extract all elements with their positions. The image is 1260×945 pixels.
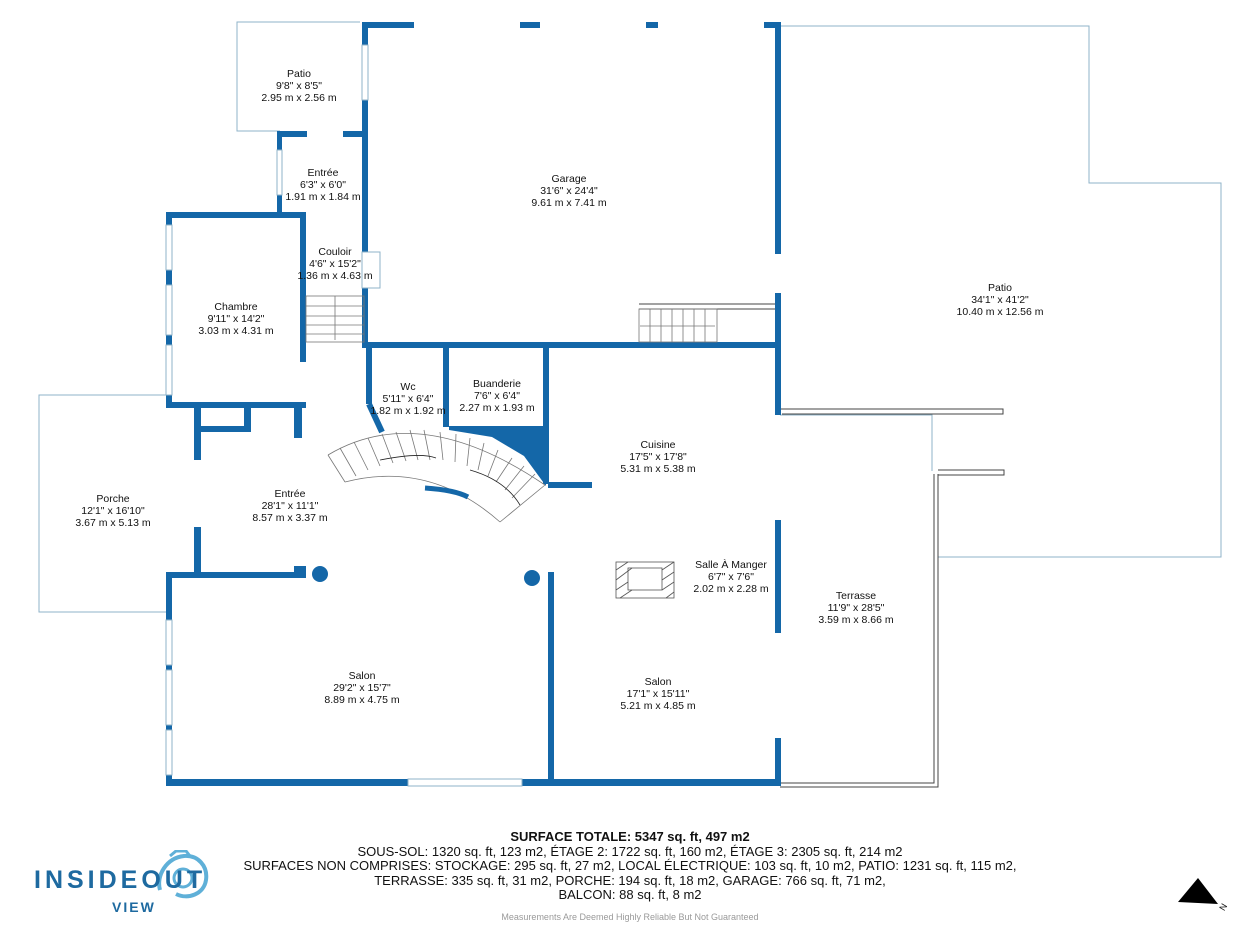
room-name: Couloir — [318, 246, 352, 258]
logo-word-view: VIEW — [112, 899, 156, 915]
room-name: Garage — [551, 173, 587, 185]
room-label-couloir: Couloir 4'6" x 15'2" 1.36 m x 4.63 m — [297, 246, 372, 282]
room-label-entree-small: Entrée 6'3" x 6'0" 1.91 m x 1.84 m — [285, 167, 360, 203]
room-dim-imperial: 5'11" x 6'4" — [382, 393, 434, 405]
room-name: Salon — [644, 676, 672, 688]
room-dim-imperial: 7'6" x 6'4" — [474, 390, 520, 402]
room-dim-metric: 2.02 m x 2.28 m — [693, 583, 769, 595]
terrace-outline — [780, 414, 933, 471]
room-dim-imperial: 11'9" x 28'5" — [827, 602, 885, 614]
room-name: Wc — [400, 381, 416, 393]
north-arrow-icon — [1178, 878, 1218, 904]
room-name: Terrasse — [835, 590, 877, 602]
room-dim-metric: 5.31 m x 5.38 m — [620, 463, 696, 475]
room-label-buanderie: Buanderie 7'6" x 6'4" 2.27 m x 1.93 m — [459, 378, 534, 414]
columns — [312, 566, 540, 586]
compass: N — [1176, 876, 1234, 916]
room-dim-imperial: 6'3" x 6'0" — [300, 179, 346, 191]
fireplace — [615, 561, 675, 599]
area-line: TERRASSE: 335 sq. ft, 31 m2, PORCHE: 194… — [374, 872, 886, 888]
room-name: Entrée — [307, 167, 339, 179]
room-label-chambre: Chambre 9'11" x 14'2" 3.03 m x 4.31 m — [198, 301, 273, 337]
room-dim-imperial: 28'1" x 11'1" — [261, 500, 319, 512]
windows — [165, 44, 523, 787]
room-dim-metric: 2.95 m x 2.56 m — [261, 92, 337, 104]
room-name: Cuisine — [640, 439, 676, 451]
stairs — [305, 295, 718, 523]
room-dim-imperial: 34'1" x 41'2" — [971, 294, 1029, 306]
room-label-salon-left: Salon 29'2" x 15'7" 8.89 m x 4.75 m — [324, 670, 399, 706]
room-dim-imperial: 17'1" x 15'11" — [626, 688, 690, 700]
room-label-entree-main: Entrée 28'1" x 11'1" 8.57 m x 3.37 m — [252, 488, 327, 524]
room-dim-imperial: 4'6" x 15'2" — [309, 258, 361, 270]
area-line: SOUS-SOL: 1320 sq. ft, 123 m2, ÉTAGE 2: … — [357, 843, 903, 859]
patio-large-outline — [780, 25, 1222, 558]
total-area-title: SURFACE TOTALE: 5347 sq. ft, 497 m2 — [510, 829, 750, 844]
room-dim-imperial: 9'11" x 14'2" — [207, 313, 265, 325]
porch-outline — [38, 394, 170, 613]
room-dim-metric: 1.91 m x 1.84 m — [285, 191, 361, 203]
area-line: BALCON: 88 sq. ft, 8 m2 — [558, 887, 702, 902]
stair-core — [449, 426, 546, 486]
room-dim-imperial: 12'1" x 16'10" — [81, 505, 145, 517]
room-dim-metric: 1.82 m x 1.92 m — [370, 405, 446, 417]
room-dim-metric: 9.61 m x 7.41 m — [531, 197, 607, 209]
logo-word-insideout: INSIDEOUT — [34, 866, 207, 894]
room-label-cuisine: Cuisine 17'5" x 17'8" 5.31 m x 5.38 m — [620, 439, 695, 475]
room-name: Porche — [96, 493, 130, 505]
room-dim-metric: 2.27 m x 1.93 m — [459, 402, 535, 414]
room-dim-metric: 3.03 m x 4.31 m — [198, 325, 274, 337]
room-label-salon-right: Salon 17'1" x 15'11" 5.21 m x 4.85 m — [620, 676, 695, 712]
outdoor-outlines — [38, 21, 1222, 613]
room-name: Entrée — [274, 488, 306, 500]
room-name: Patio — [988, 282, 1012, 294]
room-dim-imperial: 9'8" x 8'5" — [276, 80, 322, 92]
room-dim-metric: 3.67 m x 5.13 m — [75, 517, 151, 529]
insideout-logo: INSIDEOUT VIEW — [34, 850, 234, 920]
room-name: Patio — [287, 68, 311, 80]
room-dim-imperial: 17'5" x 17'8" — [629, 451, 687, 463]
room-dim-imperial: 29'2" x 15'7" — [333, 682, 391, 694]
room-dim-imperial: 31'6" x 24'4" — [540, 185, 598, 197]
room-label-garage: Garage 31'6" x 24'4" 9.61 m x 7.41 m — [531, 173, 606, 209]
room-dim-metric: 8.57 m x 3.37 m — [252, 512, 328, 524]
room-name: Salle À Manger — [695, 559, 767, 571]
room-dim-metric: 10.40 m x 12.56 m — [956, 306, 1044, 318]
room-dim-metric: 3.59 m x 8.66 m — [818, 614, 894, 626]
disclaimer: Measurements Are Deemed Highly Reliable … — [501, 912, 759, 922]
room-label-terrasse: Terrasse 11'9" x 28'5" 3.59 m x 8.66 m — [818, 590, 893, 626]
room-label-salle-a-manger: Salle À Manger 6'7" x 7'6" 2.02 m x 2.28… — [693, 559, 768, 595]
patio-small-outline — [236, 21, 360, 132]
camera-swirl-icon — [157, 850, 209, 899]
room-name: Salon — [348, 670, 376, 682]
room-name: Chambre — [214, 301, 258, 313]
area-line: SURFACES NON COMPRISES: STOCKAGE: 295 sq… — [243, 858, 1017, 873]
room-dim-metric: 5.21 m x 4.85 m — [620, 700, 696, 712]
room-label-patio-small: Patio 9'8" x 8'5" 2.95 m x 2.56 m — [261, 68, 336, 104]
room-label-wc: Wc 5'11" x 6'4" 1.82 m x 1.92 m — [370, 381, 445, 417]
room-dim-imperial: 6'7" x 7'6" — [708, 571, 754, 583]
room-dim-metric: 1.36 m x 4.63 m — [297, 270, 373, 282]
room-name: Buanderie — [473, 378, 521, 390]
terrace-border — [639, 303, 1005, 788]
room-dim-metric: 8.89 m x 4.75 m — [324, 694, 400, 706]
area-summary: SURFACE TOTALE: 5347 sq. ft, 497 m2 SOUS… — [0, 829, 1260, 903]
room-label-patio-large: Patio 34'1" x 41'2" 10.40 m x 12.56 m — [957, 282, 1044, 318]
room-label-porche: Porche 12'1" x 16'10" 3.67 m x 5.13 m — [75, 493, 150, 529]
